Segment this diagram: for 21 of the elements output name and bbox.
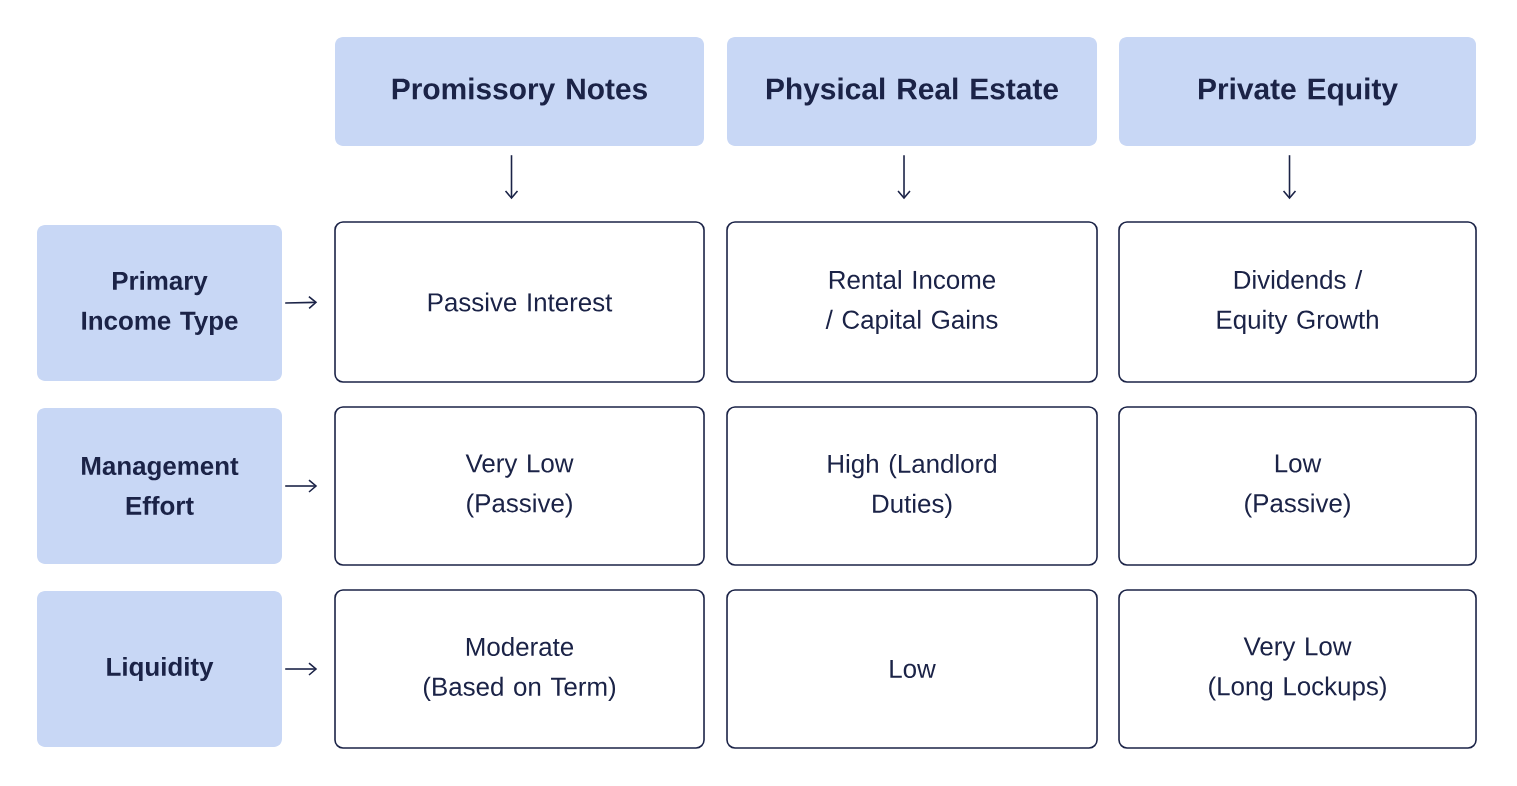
table-cell: Dividends / Equity Growth (1118, 221, 1477, 383)
table-cell: Moderate (Based on Term) (334, 589, 705, 749)
arrow (504, 154, 519, 200)
arrow (284, 295, 318, 310)
arrow (284, 479, 318, 493)
table-cell: Passive Interest (334, 221, 705, 383)
arrow (284, 662, 318, 676)
row-header: Management Effort (37, 408, 282, 564)
table-cell: Rental Income / Capital Gains (726, 221, 1098, 383)
arrow (897, 154, 911, 200)
table-cell: Very Low (Passive) (334, 406, 705, 566)
table-cell: Low (Passive) (1118, 406, 1477, 566)
column-header: Private Equity (1119, 37, 1476, 146)
table-cell: Low (726, 589, 1098, 749)
row-header: Primary Income Type (37, 225, 282, 381)
table-cell: Very Low (Long Lockups) (1118, 589, 1477, 749)
row-header: Liquidity (37, 591, 282, 747)
column-header: Promissory Notes (335, 37, 704, 146)
table-cell: High (Landlord Duties) (726, 406, 1098, 566)
column-header: Physical Real Estate (727, 37, 1097, 146)
arrow (1282, 154, 1297, 200)
